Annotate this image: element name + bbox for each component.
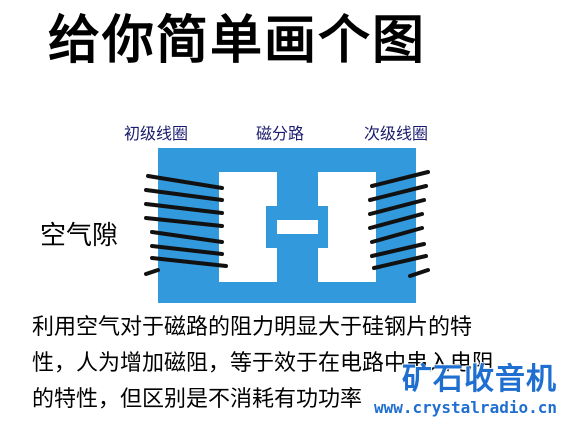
secondary-coil [368,170,430,278]
primary-coil [144,174,228,276]
label-primary-coil: 初级线圈 [124,124,189,143]
watermark-url: www.crystalradio.cn [373,398,557,417]
label-air-gap: 空气隙 [40,221,119,251]
watermark: 矿石收音机 www.crystalradio.cn [374,362,557,418]
description-text: 利用空气对于磁路的阻力明显大于硅钢片的特 性，人为增加磁阻，等于效于在电路中串入… [32,310,532,418]
center-gap-fill [277,220,318,234]
page-title: 给你简单画个图 [48,11,427,71]
label-secondary-coil: 次级线圈 [364,124,429,143]
description-line: 的特性，但区别是不消耗有功功率 [32,387,363,412]
watermark-brand: 矿石收音机 [402,362,557,397]
label-magnetic-path: 磁分路 [256,124,305,143]
description-line: 性，人为增加磁阻，等于效于在电路中串入电阻 [32,351,495,376]
description-line: 利用空气对于磁路的阻力明显大于硅钢片的特 [32,315,473,340]
